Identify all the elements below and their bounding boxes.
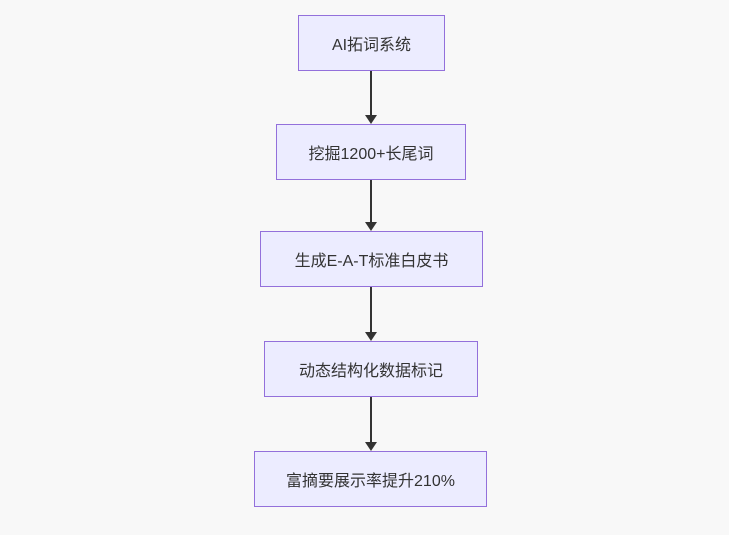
flow-node-label: 挖掘1200+长尾词: [308, 146, 434, 163]
flow-edge-1: [365, 71, 377, 124]
arrow-head-icon: [365, 115, 377, 124]
flow-node-label: 动态结构化数据标记: [298, 363, 443, 380]
arrow-line: [370, 397, 372, 442]
flow-node-rich-snippet-rate: 富摘要展示率提升210%: [254, 451, 487, 507]
flow-node-label: 生成E-A-T标准白皮书: [294, 253, 449, 270]
flow-node-ai-keyword-system: AI拓词系统: [298, 15, 445, 71]
flow-node-structured-data-markup: 动态结构化数据标记: [264, 341, 478, 397]
flow-edge-3: [365, 287, 377, 341]
arrow-head-icon: [365, 442, 377, 451]
arrow-head-icon: [365, 222, 377, 231]
flow-edge-4: [365, 397, 377, 451]
arrow-line: [370, 71, 372, 115]
flow-node-eat-whitepaper: 生成E-A-T标准白皮书: [260, 231, 483, 287]
flow-node-longtail-mining: 挖掘1200+长尾词: [276, 124, 466, 180]
flow-node-label: AI拓词系统: [331, 37, 412, 54]
arrow-head-icon: [365, 332, 377, 341]
flow-edge-2: [365, 180, 377, 231]
arrow-line: [370, 287, 372, 332]
flow-node-label: 富摘要展示率提升210%: [286, 473, 455, 490]
arrow-line: [370, 180, 372, 222]
